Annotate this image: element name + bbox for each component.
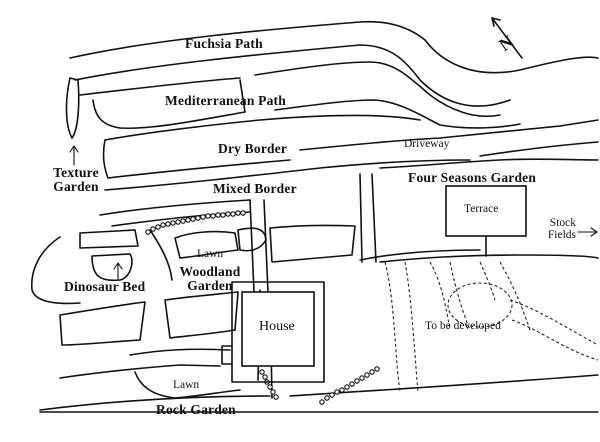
driveway-label: Driveway	[404, 138, 450, 150]
fuchsia-path-label: Fuchsia Path	[185, 36, 263, 51]
woodland-garden-line-2: Garden	[187, 278, 233, 294]
to-be-developed-label: To be developed	[425, 320, 501, 332]
stock-fields-line-1: Stock	[549, 217, 576, 229]
lawn-upper-label: Lawn	[197, 248, 224, 260]
woodland-garden-line-1: Woodland	[179, 264, 241, 279]
dry-border-label: Dry Border	[218, 141, 288, 156]
rock-garden-label: Rock Garden	[156, 402, 236, 417]
middle-gardens	[30, 199, 599, 411]
stock-fields-label: Stock Fields	[532, 217, 576, 241]
north-arrow-icon	[491, 17, 523, 59]
texture-garden-line-1: Texture	[53, 165, 99, 180]
mediterranean-path-label: Mediterranean Path	[165, 93, 286, 108]
future-paths	[384, 261, 599, 393]
four-seasons-garden-label: Four Seasons Garden	[408, 170, 537, 185]
stock-fields-arrow	[577, 227, 598, 237]
texture-garden-bed	[65, 77, 80, 139]
dinosaur-bed-label: Dinosaur Bed	[64, 279, 146, 294]
stock-fields-line-2: Fields	[547, 229, 576, 242]
house-label: House	[259, 319, 295, 334]
terrace-box	[445, 185, 527, 237]
woodland-garden-label: Woodland Garden	[178, 264, 242, 294]
house-outline	[221, 281, 325, 383]
lawn-lower-label: Lawn	[173, 379, 200, 391]
texture-garden-label: Texture Garden	[48, 165, 104, 195]
four-seasons-area	[359, 158, 599, 263]
terrace-label: Terrace	[464, 203, 499, 215]
hedge-beads	[145, 210, 380, 405]
texture-garden-line-2: Garden	[53, 179, 99, 195]
texture-arrow	[69, 145, 79, 166]
mixed-border-label: Mixed Border	[213, 181, 297, 196]
dinosaur-arrow	[113, 262, 123, 281]
path-lines	[69, 20, 599, 191]
